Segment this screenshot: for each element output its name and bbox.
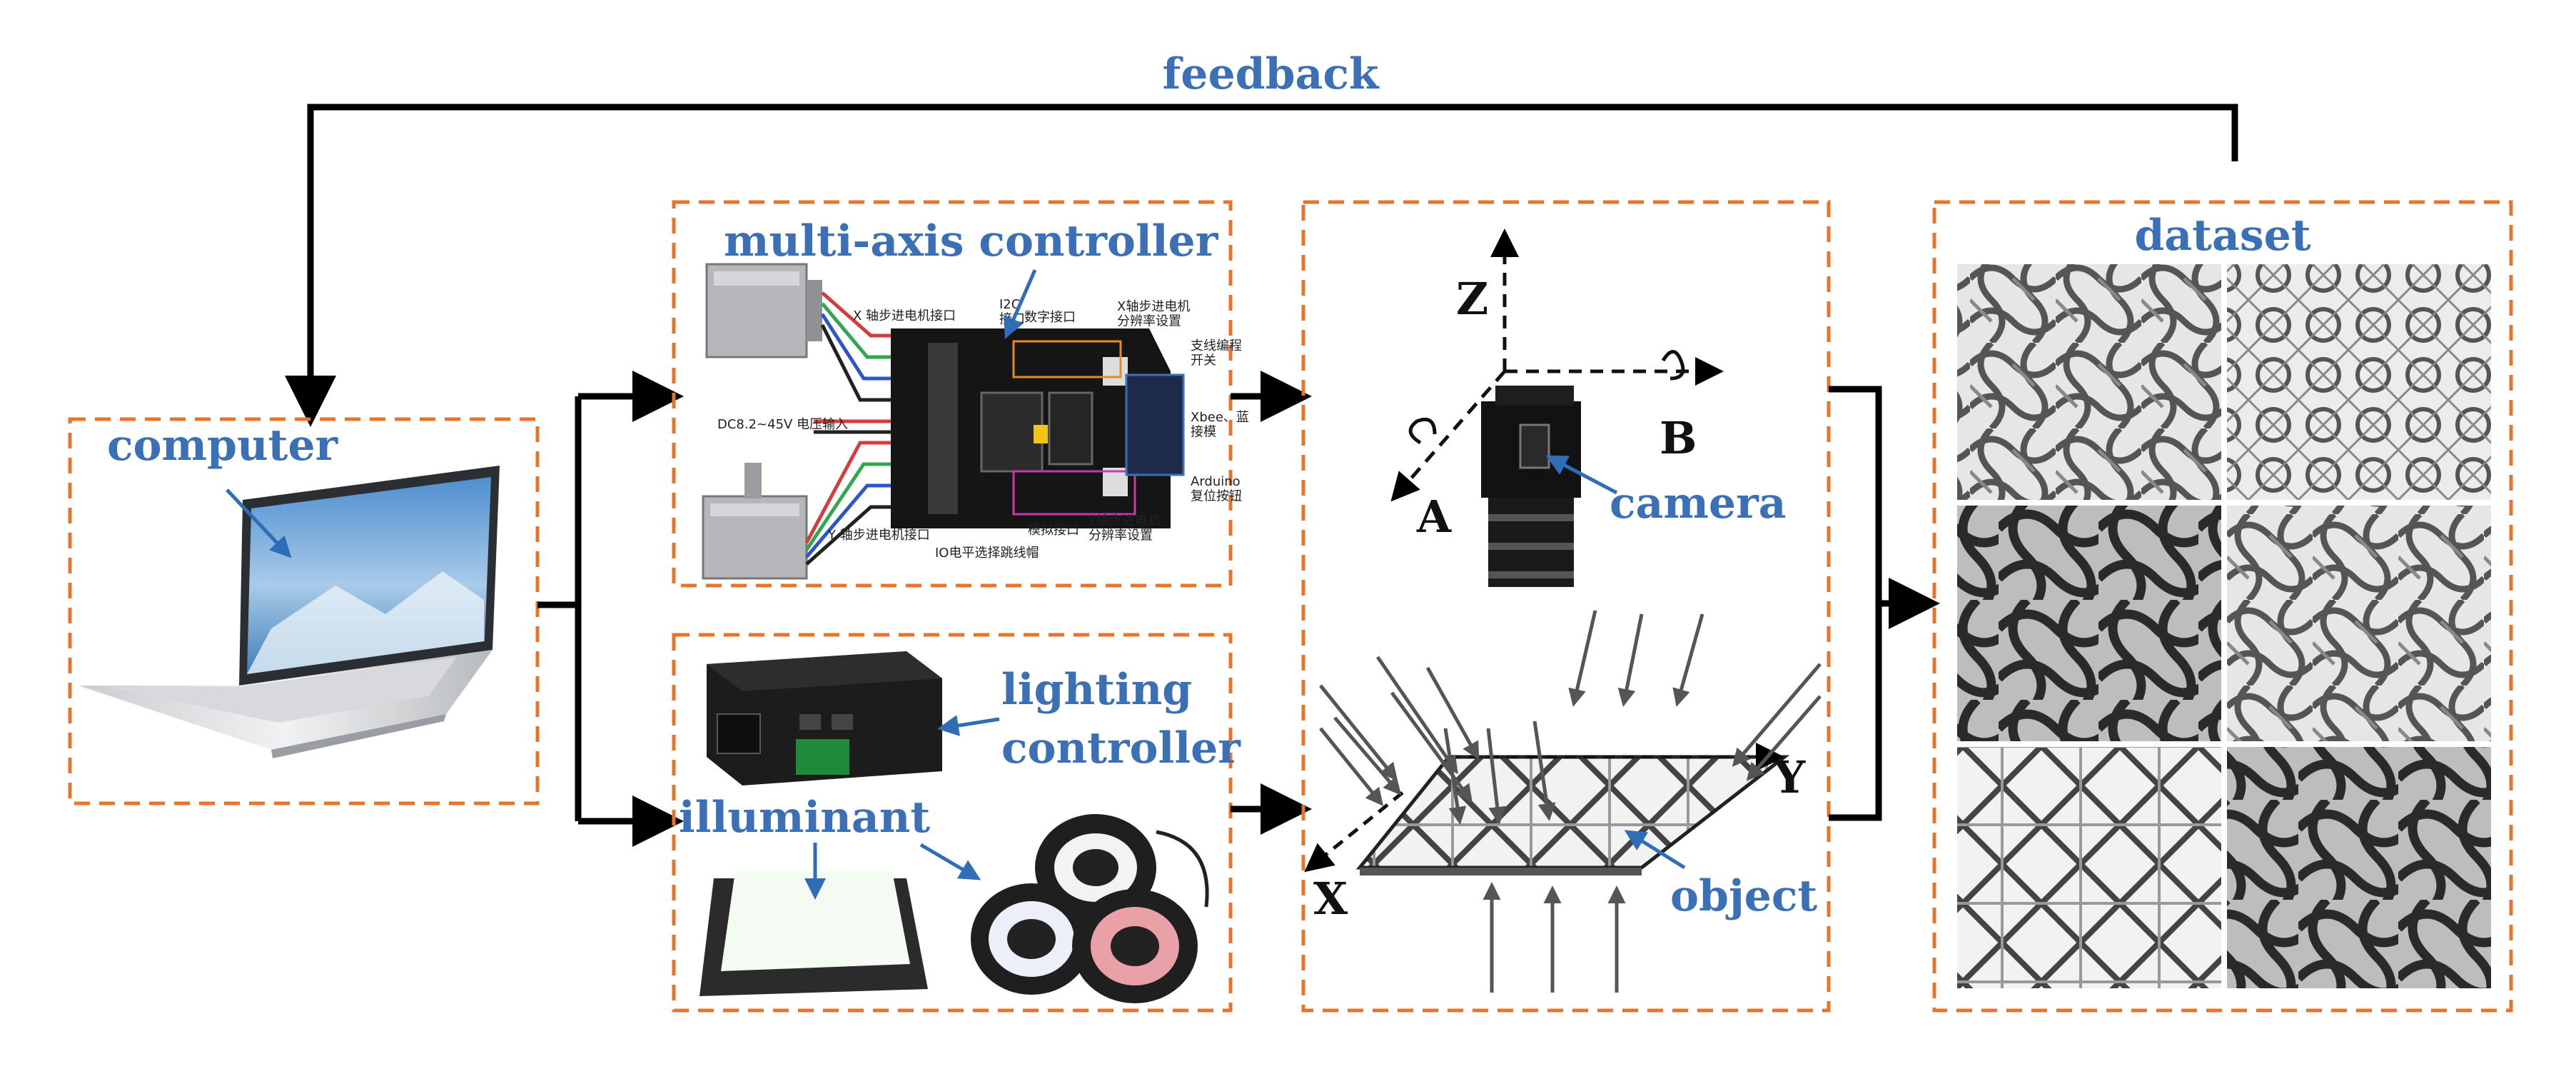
lighting-controller-device [707,651,942,786]
axis-y-label: Y [1773,751,1806,803]
computer-box: computer [68,417,540,805]
lighting-label-line1: lighting [1001,665,1192,715]
laptop-image [79,466,500,758]
ring-lights [971,814,1209,1003]
camera-pointer [1545,455,1618,495]
controller-wires [804,291,892,566]
dataset-image-2 [2227,264,2491,500]
lighting-box: lighting controller illuminant [672,633,1241,1013]
computer-split [537,371,684,847]
dataset-image-1 [1957,264,2221,500]
dataset-box: dataset [1932,200,2513,1013]
dataset-image-4 [2227,506,2491,741]
multi-axis-box-border [672,200,1233,588]
imaging-box: Z B A camera Y X [1301,200,1831,1013]
light-rays-top-right [1568,610,1822,781]
dataset-image-3 [1957,506,2221,741]
xbee-note: Xbee、蓝接模 [1191,410,1249,440]
illuminant-label: illuminant [679,793,930,843]
axis-a-label: A [1416,491,1452,543]
imaging-box-border [1301,200,1831,1013]
camera-label: camera [1610,478,1787,528]
light-rays-top-left [1319,656,1480,806]
lighting-box-border [672,633,1233,1013]
computer-box-border [68,417,540,805]
rotation-b-icon [1661,350,1685,381]
rotation-a-icon [1408,417,1437,445]
dataset-label: dataset [2134,211,2310,261]
object-label: object [1670,871,1817,921]
dataset-image-6 [2227,747,2491,988]
feedback-loop: feedback [285,49,2238,427]
analog-port-note: 模拟接口 [1028,523,1079,538]
dataset-image-5 [1957,747,2221,988]
stepper-motor-y [702,463,808,580]
digital-port-note: 数字接口 [1024,310,1076,325]
imaging-to-dataset [1829,386,1940,821]
plate-axes [1304,743,1784,873]
controller-board [891,328,1185,528]
computer-label: computer [107,421,339,471]
feedback-arrow [285,104,2238,427]
io-level-note: IO电平选择跳线帽 [935,546,1039,561]
y-resolution-note: Y轴步进电机分辨率设置 [1088,513,1161,543]
light-rays-middle [1443,721,1556,825]
camera-image [1481,386,1581,587]
dataset-box-border [1932,200,2513,1013]
axis-b-label: B [1660,412,1697,464]
x-motor-port-note: X 轴步进电机接口 [853,308,956,323]
prog-switch-note: 支线编程开关 [1191,338,1242,368]
multi-axis-controller-label: multi-axis controller [724,216,1219,266]
lighting-label-line2: controller [1001,723,1241,773]
x-resolution-note: X轴步进电机分辨率设置 [1117,299,1190,329]
lighting-controller-pointer [937,715,1000,736]
object-pointer [1624,830,1686,870]
object-plate [1355,755,1790,875]
flat-panel-light [699,871,928,996]
controller-pointer [1004,269,1037,339]
stepper-motor-x [705,263,822,358]
y-motor-port-note: Y 轴步进电机接口 [827,528,930,543]
dc-input-note: DC8.2~45V 电压输入 [717,417,848,432]
illuminant-pointer-ring [919,843,981,880]
light-rays-bottom [1483,882,1626,993]
axis-z-label: Z [1456,273,1488,325]
computer-pointer [226,488,292,558]
feedback-label: feedback [1162,49,1379,99]
axis-x-label: X [1313,873,1348,925]
